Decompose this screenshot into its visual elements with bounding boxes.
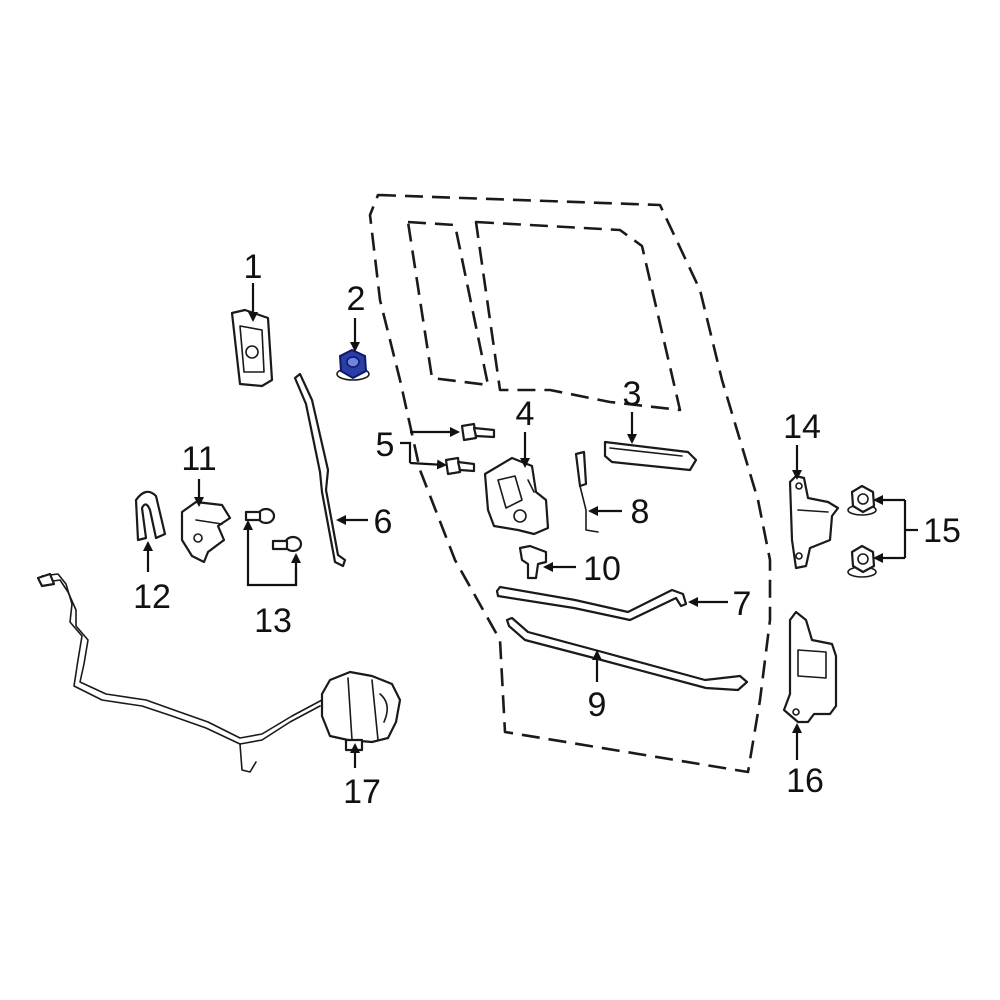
part-11-striker xyxy=(180,500,232,564)
part-10-clip xyxy=(518,544,548,580)
part-15-nuts xyxy=(847,484,877,578)
part-3-outside-handle xyxy=(603,440,698,472)
callout-9: 9 xyxy=(588,686,607,724)
callout-8: 8 xyxy=(631,493,650,531)
door-outline xyxy=(368,193,772,774)
part-13-screws xyxy=(244,507,303,553)
part-4-latch xyxy=(483,456,550,536)
part-8-rod xyxy=(574,450,599,533)
callout-16: 16 xyxy=(786,762,824,800)
callout-17: 17 xyxy=(343,773,381,811)
part-1-handle-bezel xyxy=(230,308,274,388)
part-17-lock-actuator xyxy=(36,572,402,773)
callout-6: 6 xyxy=(374,503,393,541)
callout-12: 12 xyxy=(133,578,171,616)
callout-labels: 1 2 3 4 5 6 7 8 9 10 11 12 13 14 15 16 1… xyxy=(133,248,961,811)
part-5-bolts xyxy=(444,422,496,476)
callout-14: 14 xyxy=(783,408,821,446)
part-16-hinge xyxy=(782,610,838,724)
callout-10: 10 xyxy=(583,550,621,588)
callout-4: 4 xyxy=(516,395,535,433)
callout-13: 13 xyxy=(254,602,292,640)
part-6-rod xyxy=(293,372,347,568)
leader-lines xyxy=(143,283,918,768)
part-14-hinge xyxy=(788,474,840,570)
callout-7: 7 xyxy=(733,585,752,623)
part-12-clip xyxy=(134,490,167,542)
callout-11: 11 xyxy=(181,440,216,478)
callout-1: 1 xyxy=(244,248,263,286)
callout-2: 2 xyxy=(347,280,366,318)
callout-15: 15 xyxy=(923,512,961,550)
callout-3: 3 xyxy=(623,375,642,413)
callout-5: 5 xyxy=(376,426,395,464)
part-9-rod xyxy=(505,616,749,692)
part-2-nut xyxy=(336,348,370,381)
part-7-rod xyxy=(495,585,688,622)
